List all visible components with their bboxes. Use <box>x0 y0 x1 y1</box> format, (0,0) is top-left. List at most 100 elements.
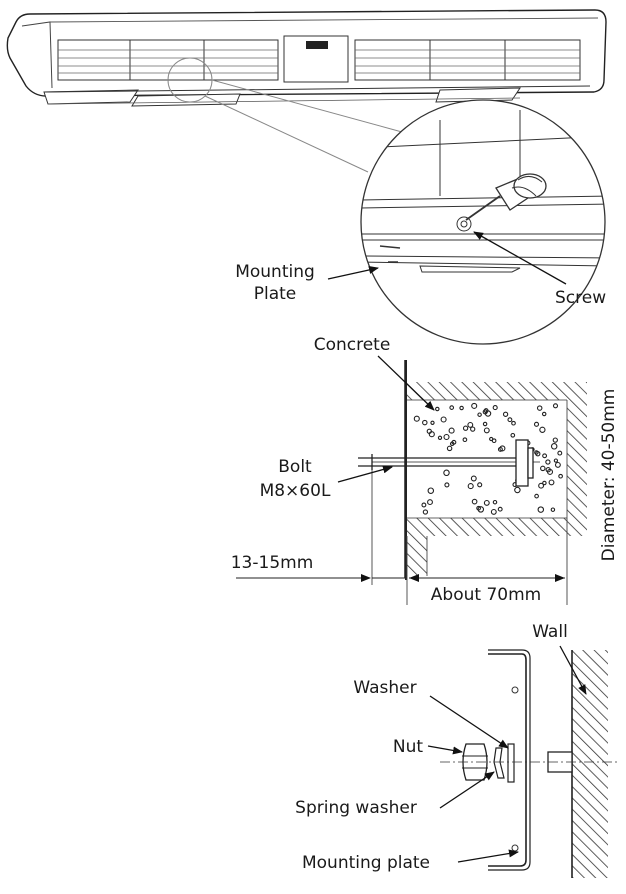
concrete-aggregate-dot <box>428 431 435 438</box>
concrete-label: Concrete <box>314 335 391 355</box>
concrete-aggregate-dot <box>507 417 513 423</box>
bolt <box>358 439 540 487</box>
concrete-aggregate-dot <box>422 509 429 515</box>
screw-arrow <box>473 231 567 285</box>
concrete-aggregate-dot <box>471 498 478 505</box>
diameter-dimension-label: Diameter: 40-50mm <box>599 389 619 562</box>
washer-arrow <box>429 695 509 749</box>
fastening-assembly <box>440 649 620 878</box>
concrete-aggregate-dot <box>511 420 516 426</box>
concrete-aggregate-dot <box>502 411 509 417</box>
concrete-aggregate-dot <box>492 499 498 505</box>
concrete-aggregate-dot <box>499 445 506 452</box>
nut-arrow <box>427 745 463 755</box>
section2-labels: Concrete Bolt M8×60L 13-15mm About 70mm … <box>231 335 619 605</box>
concrete-aggregate-dot <box>548 479 555 486</box>
concrete-aggregate-dot <box>422 419 428 426</box>
concrete-aggregate-dot <box>546 468 554 475</box>
concrete-aggregate-dot <box>467 421 474 428</box>
concrete-aggregate-dot <box>477 412 482 417</box>
concrete-aggregate-dot <box>534 450 539 455</box>
concrete-aggregate-dot <box>533 421 540 427</box>
concrete-aggregate-dot <box>558 473 563 479</box>
concrete-aggregate-dot <box>477 482 483 488</box>
concrete-aggregate-dot <box>514 486 521 494</box>
concrete-aggregate-dot <box>440 416 447 423</box>
concrete-aggregate-dot <box>541 411 547 417</box>
concrete-aggregate-dot <box>537 506 545 513</box>
concrete-aggregate-dot <box>482 409 488 415</box>
concrete-aggregate-dot <box>538 482 545 489</box>
concrete-aggregate-dot <box>490 508 497 515</box>
concrete-aggregate-dot <box>470 475 477 482</box>
concrete-aggregate-dot <box>557 450 563 456</box>
concrete-aggregate-dot <box>492 405 498 411</box>
concrete-aggregate-dot <box>427 499 433 506</box>
concrete-aggregate-dot <box>421 502 427 508</box>
concrete-aggregate-dot <box>444 482 450 488</box>
bolt-arrow <box>337 465 393 483</box>
section1-labels: Mounting Plate Screw <box>235 231 606 308</box>
concrete-aggregate-dot <box>443 433 450 441</box>
concrete-arrow <box>377 355 435 411</box>
concrete-aggregate-dot <box>553 458 559 463</box>
mounting-plate-arrow <box>327 266 379 280</box>
concrete-aggregate-dot <box>413 415 420 422</box>
concrete-aggregate-dot <box>550 443 558 450</box>
zoom-leaders <box>204 79 403 173</box>
concrete-aggregate-dot <box>437 435 443 440</box>
concrete-aggregate-dot <box>459 405 464 411</box>
concrete-aggregate-dot <box>435 406 440 412</box>
wall-arrow <box>559 645 587 695</box>
concrete-aggregate-dot <box>430 420 435 425</box>
concrete-aggregate-dot <box>489 436 494 442</box>
concrete-aggregate-dot <box>550 507 556 512</box>
concrete-aggregate-dot <box>446 445 453 452</box>
wall-label: Wall <box>532 622 568 642</box>
concrete-wall-section <box>236 360 587 605</box>
concrete-aggregate-dot <box>483 499 490 506</box>
concrete-aggregate-dot <box>449 405 455 410</box>
concrete-aggregate-dot <box>497 506 503 512</box>
depth-dimension-label: 13-15mm <box>231 553 314 573</box>
concrete-aggregate-dot <box>552 403 559 409</box>
concrete-aggregate-dot <box>552 437 558 443</box>
section3-labels: Wall Washer Nut Spring washer Mounting p… <box>295 622 587 873</box>
concrete-aggregate-dot <box>483 427 490 434</box>
concrete-aggregate-dot <box>540 465 546 472</box>
screw-label: Screw <box>555 288 606 308</box>
bolt-label-line1: Bolt <box>278 457 312 477</box>
concrete-aggregate-dot <box>443 469 450 477</box>
concrete-aggregate-dot <box>536 405 543 411</box>
nut-label: Nut <box>393 737 423 757</box>
mounting-plate-bottom-label: Mounting plate <box>302 853 430 873</box>
concrete-aggregate-dot <box>451 439 457 445</box>
concrete-aggregate-dot <box>462 437 468 443</box>
washer-label: Washer <box>353 678 416 698</box>
concrete-aggregate-dot <box>539 426 546 433</box>
mounting-plate-label-line2: Plate <box>254 284 297 304</box>
concrete-aggregate-dot <box>534 493 539 499</box>
spring-washer-arrow <box>439 771 495 809</box>
concrete-aggregate-dot <box>554 461 561 468</box>
concrete-aggregate-dot <box>427 487 435 494</box>
concrete-aggregate-dot <box>482 421 488 427</box>
concrete-aggregate-dot <box>470 426 476 432</box>
bolt-label-line2: M8×60L <box>260 481 331 501</box>
length-dimension-label: About 70mm <box>431 585 541 605</box>
concrete-aggregate-dot <box>471 402 478 409</box>
concrete-aggregate-dot <box>462 425 469 431</box>
zoom-detail <box>360 99 606 345</box>
mounting-plate-label-line1: Mounting <box>235 262 315 282</box>
concrete-aggregate-dot <box>542 480 547 486</box>
concrete-aggregate-dot <box>545 459 551 465</box>
air-curtain-unit <box>6 9 607 107</box>
mounting-plate-bottom-arrow <box>457 849 519 863</box>
concrete-aggregate-dot <box>542 453 548 459</box>
concrete-aggregate-dot <box>477 506 485 513</box>
concrete-aggregate-dot <box>467 483 474 490</box>
spring-washer-label: Spring washer <box>295 798 417 818</box>
concrete-aggregate-dot <box>448 427 455 434</box>
concrete-aggregate-dot <box>510 432 516 438</box>
